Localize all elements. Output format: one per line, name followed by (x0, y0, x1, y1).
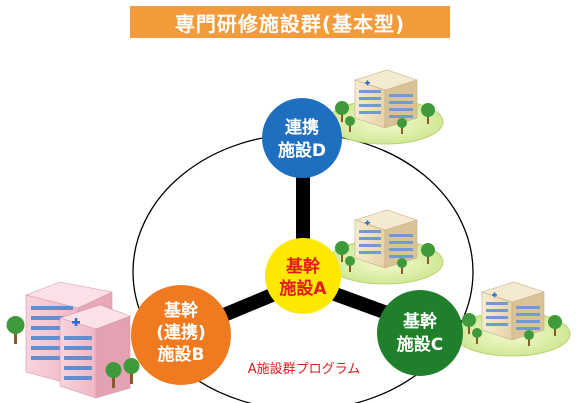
hospital-building-icon (326, 209, 444, 285)
facility-node-c[interactable]: 基幹 施設C (377, 290, 463, 376)
node-c-line-1: 基幹 (402, 311, 438, 332)
hospital-building-icon (326, 69, 444, 145)
node-a-line-2: 施設A (279, 278, 327, 299)
node-c-line-2: 施設C (397, 334, 443, 355)
facility-node-d[interactable]: 連携 施設D (262, 98, 342, 178)
page-title: 専門研修施設群(基本型) (130, 6, 450, 38)
node-a-line-1: 基幹 (285, 256, 321, 277)
node-d-line-2: 施設D (278, 140, 326, 161)
node-b-line-2: (連携) (156, 322, 206, 343)
node-b-line-1: 基幹 (163, 300, 199, 321)
hospital-building-icon (6, 281, 140, 399)
program-label: A施設群プログラム (248, 361, 361, 377)
facility-node-a[interactable]: 基幹 施設A (265, 238, 341, 314)
node-b-line-3: 施設B (158, 344, 205, 365)
node-d-line-1: 連携 (285, 117, 319, 138)
facility-node-b[interactable]: 基幹 (連携) 施設B (131, 285, 231, 385)
